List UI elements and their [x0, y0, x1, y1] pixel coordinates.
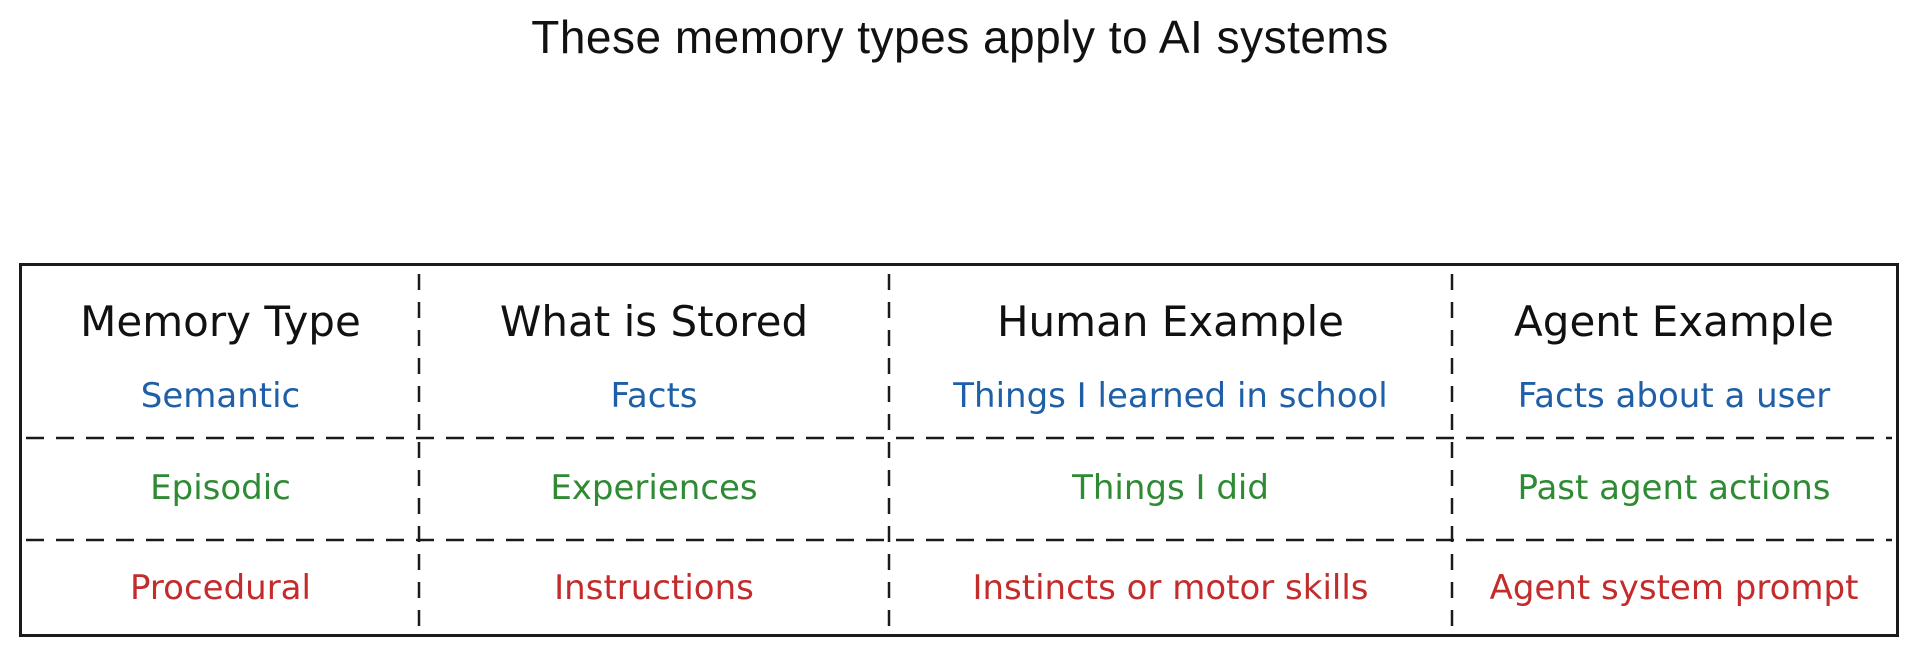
- table-cell: Instructions: [554, 568, 754, 608]
- header-human-example: Human Example: [996, 296, 1345, 346]
- slide-title: These memory types apply to AI systems: [531, 11, 1389, 63]
- table-cell: Things I learned in school: [953, 376, 1388, 416]
- table-cell: Semantic: [140, 376, 301, 416]
- table-cell: Experiences: [550, 468, 758, 508]
- table-cell: Past agent actions: [1517, 468, 1831, 508]
- table-cell: Things I did: [1072, 468, 1269, 508]
- header-agent-example: Agent Example: [1514, 296, 1834, 346]
- header-memory-type: Memory Type: [80, 296, 361, 346]
- header-what-is-stored: What is Stored: [499, 296, 809, 346]
- table-cell: Agent system prompt: [1489, 568, 1859, 608]
- table-cell: Episodic: [150, 468, 291, 508]
- table-cell: Facts: [610, 376, 698, 416]
- table-cell: Procedural: [130, 568, 311, 608]
- table-cell: Facts about a user: [1517, 376, 1831, 416]
- table-grid-lines: [26, 274, 1892, 628]
- table-cell: Instincts or motor skills: [972, 568, 1369, 608]
- memory-types-table: Memory Type What is Stored Human Example…: [19, 263, 1899, 637]
